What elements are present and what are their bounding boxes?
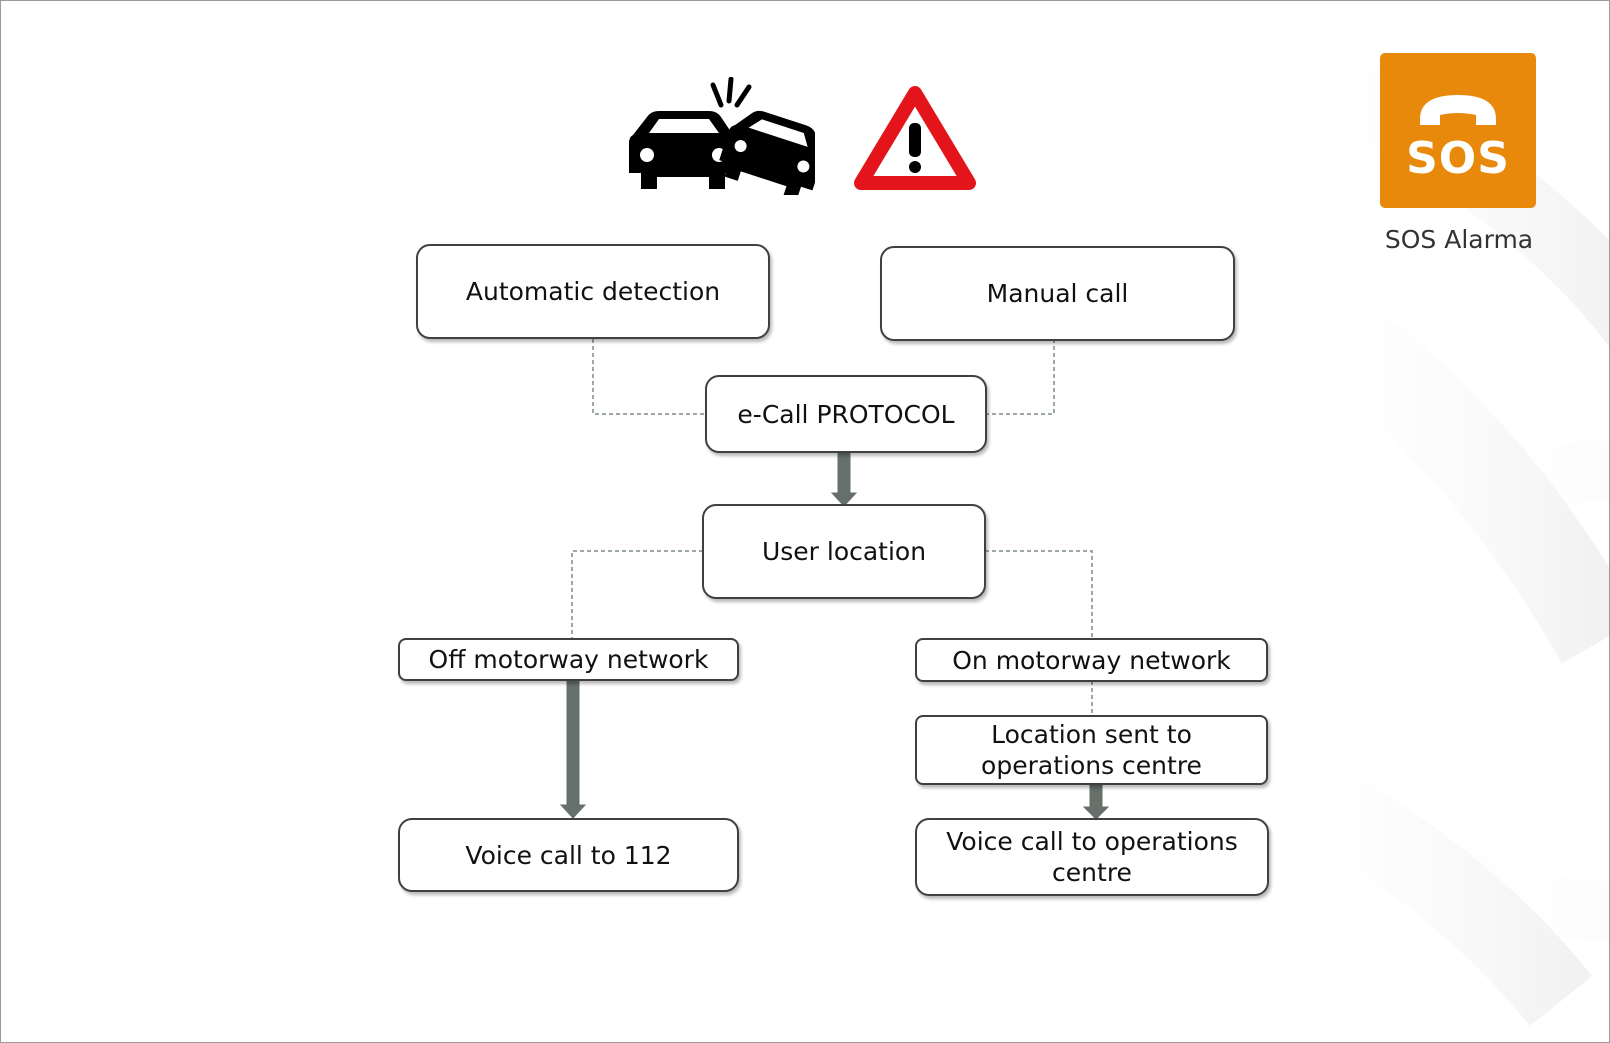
on-motorway-label: On motorway network bbox=[952, 645, 1231, 675]
car-crash-icon bbox=[629, 77, 815, 195]
off-motorway-label: Off motorway network bbox=[428, 645, 709, 674]
ecall-protocol-box: e-Call PROTOCOL bbox=[705, 375, 987, 453]
connector-automatic-protocol bbox=[592, 339, 707, 415]
location-sent-box: Location sent to operations centre bbox=[915, 715, 1268, 785]
ecall-protocol-label: e-Call PROTOCOL bbox=[737, 399, 955, 429]
manual-call-label: Manual call bbox=[986, 279, 1129, 308]
automatic-detection-label: Automatic detection bbox=[465, 277, 721, 306]
sos-logo: SOS bbox=[1380, 53, 1536, 208]
voice-call-ops-label: Voice call to operations centre bbox=[946, 827, 1238, 887]
brand-name: SOS Alarma bbox=[1384, 225, 1534, 254]
connector-manual-protocol bbox=[987, 339, 1055, 415]
connector-location-off bbox=[571, 550, 703, 638]
user-location-label: User location bbox=[761, 537, 927, 566]
voice-call-112-label: Voice call to 112 bbox=[465, 840, 672, 870]
voice-call-ops-box: Voice call to operations centre bbox=[915, 818, 1269, 896]
location-sent-label: Location sent to operations centre bbox=[981, 720, 1202, 780]
automatic-detection-box: Automatic detection bbox=[416, 244, 770, 339]
arrow-protocol-location bbox=[830, 451, 858, 507]
logo-text: SOS bbox=[1406, 133, 1510, 184]
phone-handset-icon bbox=[1420, 95, 1496, 125]
connector-location-on bbox=[985, 550, 1093, 638]
voice-call-112-box: Voice call to 112 bbox=[398, 818, 739, 892]
arrow-sent-voiceops bbox=[1082, 783, 1110, 820]
arrow-off-voice112 bbox=[559, 680, 587, 819]
on-motorway-box: On motorway network bbox=[915, 638, 1268, 682]
manual-call-box: Manual call bbox=[880, 246, 1235, 341]
user-location-box: User location bbox=[702, 504, 986, 599]
off-motorway-box: Off motorway network bbox=[398, 638, 739, 681]
warning-triangle-icon bbox=[854, 86, 976, 190]
